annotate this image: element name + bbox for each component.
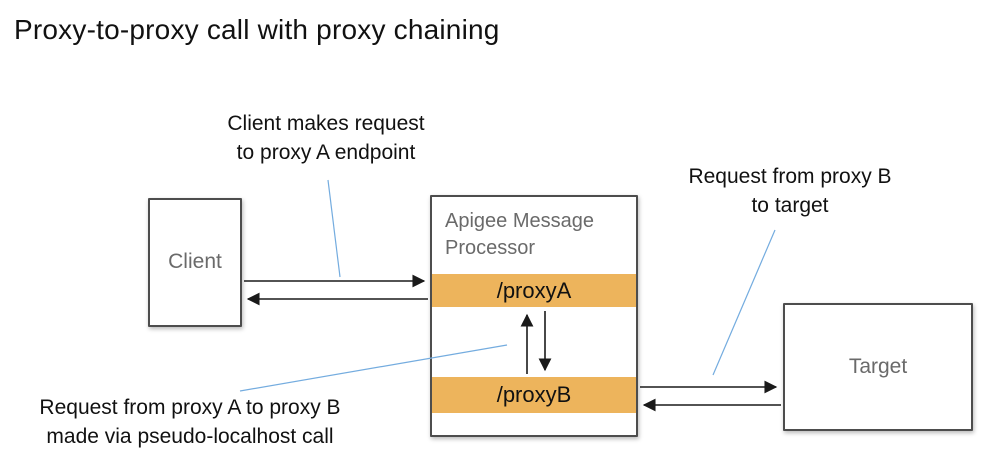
message-processor-node: Apigee Message Processor /proxyA /proxyB bbox=[430, 195, 638, 437]
annotation-line: Request from proxy A to proxy B bbox=[39, 396, 341, 419]
proxy-b-endpoint-label: /proxyB bbox=[496, 382, 572, 407]
annotation-line: to target bbox=[751, 193, 829, 217]
client-node: Client bbox=[148, 198, 242, 327]
diagram-title: Proxy-to-proxy call with proxy chaining bbox=[14, 14, 500, 45]
target-node-label: Target bbox=[848, 354, 908, 378]
annotation-line: to proxy A endpoint bbox=[236, 140, 416, 164]
proxy-a-endpoint-bar: /proxyA bbox=[432, 274, 636, 307]
leader-line-proxy-b-request bbox=[712, 229, 776, 376]
annotation-line: made via pseudo-localhost call bbox=[46, 424, 334, 448]
annotation-client-request: Client makes request to proxy A endpoint bbox=[166, 110, 486, 168]
proxy-b-endpoint-bar: /proxyB bbox=[432, 377, 636, 413]
message-processor-label: Apigee Message Processor bbox=[445, 210, 594, 259]
leader-line-client-request bbox=[327, 179, 341, 278]
target-node: Target bbox=[783, 303, 973, 431]
annotation-proxy-chain: Request from proxy A to proxy B made via… bbox=[15, 394, 365, 452]
annotation-line: Request from proxy B bbox=[688, 165, 892, 188]
client-node-label: Client bbox=[168, 250, 222, 274]
annotation-line: Client makes request bbox=[227, 112, 425, 135]
annotation-proxy-b-request: Request from proxy B to target bbox=[645, 163, 935, 221]
proxy-a-endpoint-label: /proxyA bbox=[496, 277, 572, 303]
